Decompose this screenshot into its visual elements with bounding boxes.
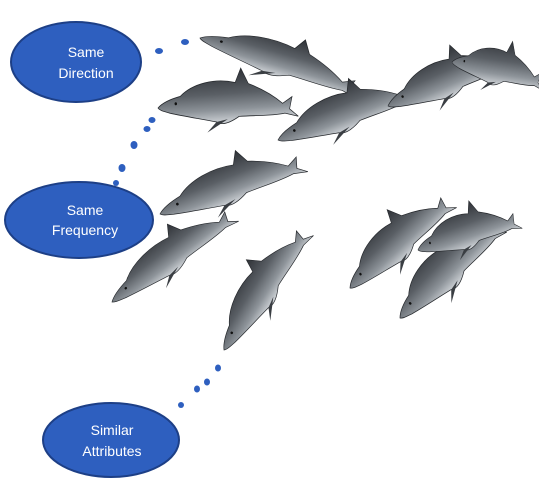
dolphin-image xyxy=(149,128,312,237)
dolphin-pod xyxy=(95,12,539,363)
connector-dot xyxy=(178,402,184,408)
connector-dot xyxy=(181,39,189,45)
bubble-label-line2: Frequency xyxy=(52,222,118,238)
bubble-label-line2: Attributes xyxy=(82,443,141,459)
connector-dot xyxy=(144,126,151,132)
connector-dots-frequency xyxy=(113,117,156,186)
connector-dot xyxy=(119,164,126,172)
connector-dots-direction xyxy=(155,39,189,54)
connector-dot xyxy=(155,48,163,54)
connector-dots-attributes xyxy=(178,365,221,409)
connector-dot xyxy=(215,365,221,372)
bubble-label-line1: Similar xyxy=(91,422,134,438)
bubble-label-line2: Direction xyxy=(58,65,113,81)
bubble-label-line1: Same xyxy=(67,202,104,218)
connector-dot xyxy=(131,141,138,149)
bubble-similar-attributes: Similar Attributes xyxy=(43,403,179,477)
connector-dot xyxy=(149,117,156,123)
dolphin-image xyxy=(449,33,539,98)
bubble-label-line1: Same xyxy=(68,44,105,60)
connector-dot xyxy=(113,180,119,186)
bubble-same-direction: Same Direction xyxy=(11,22,141,102)
connector-dot xyxy=(194,386,200,393)
connector-dot xyxy=(204,379,210,386)
bubble-same-frequency: Same Frequency xyxy=(5,182,153,258)
